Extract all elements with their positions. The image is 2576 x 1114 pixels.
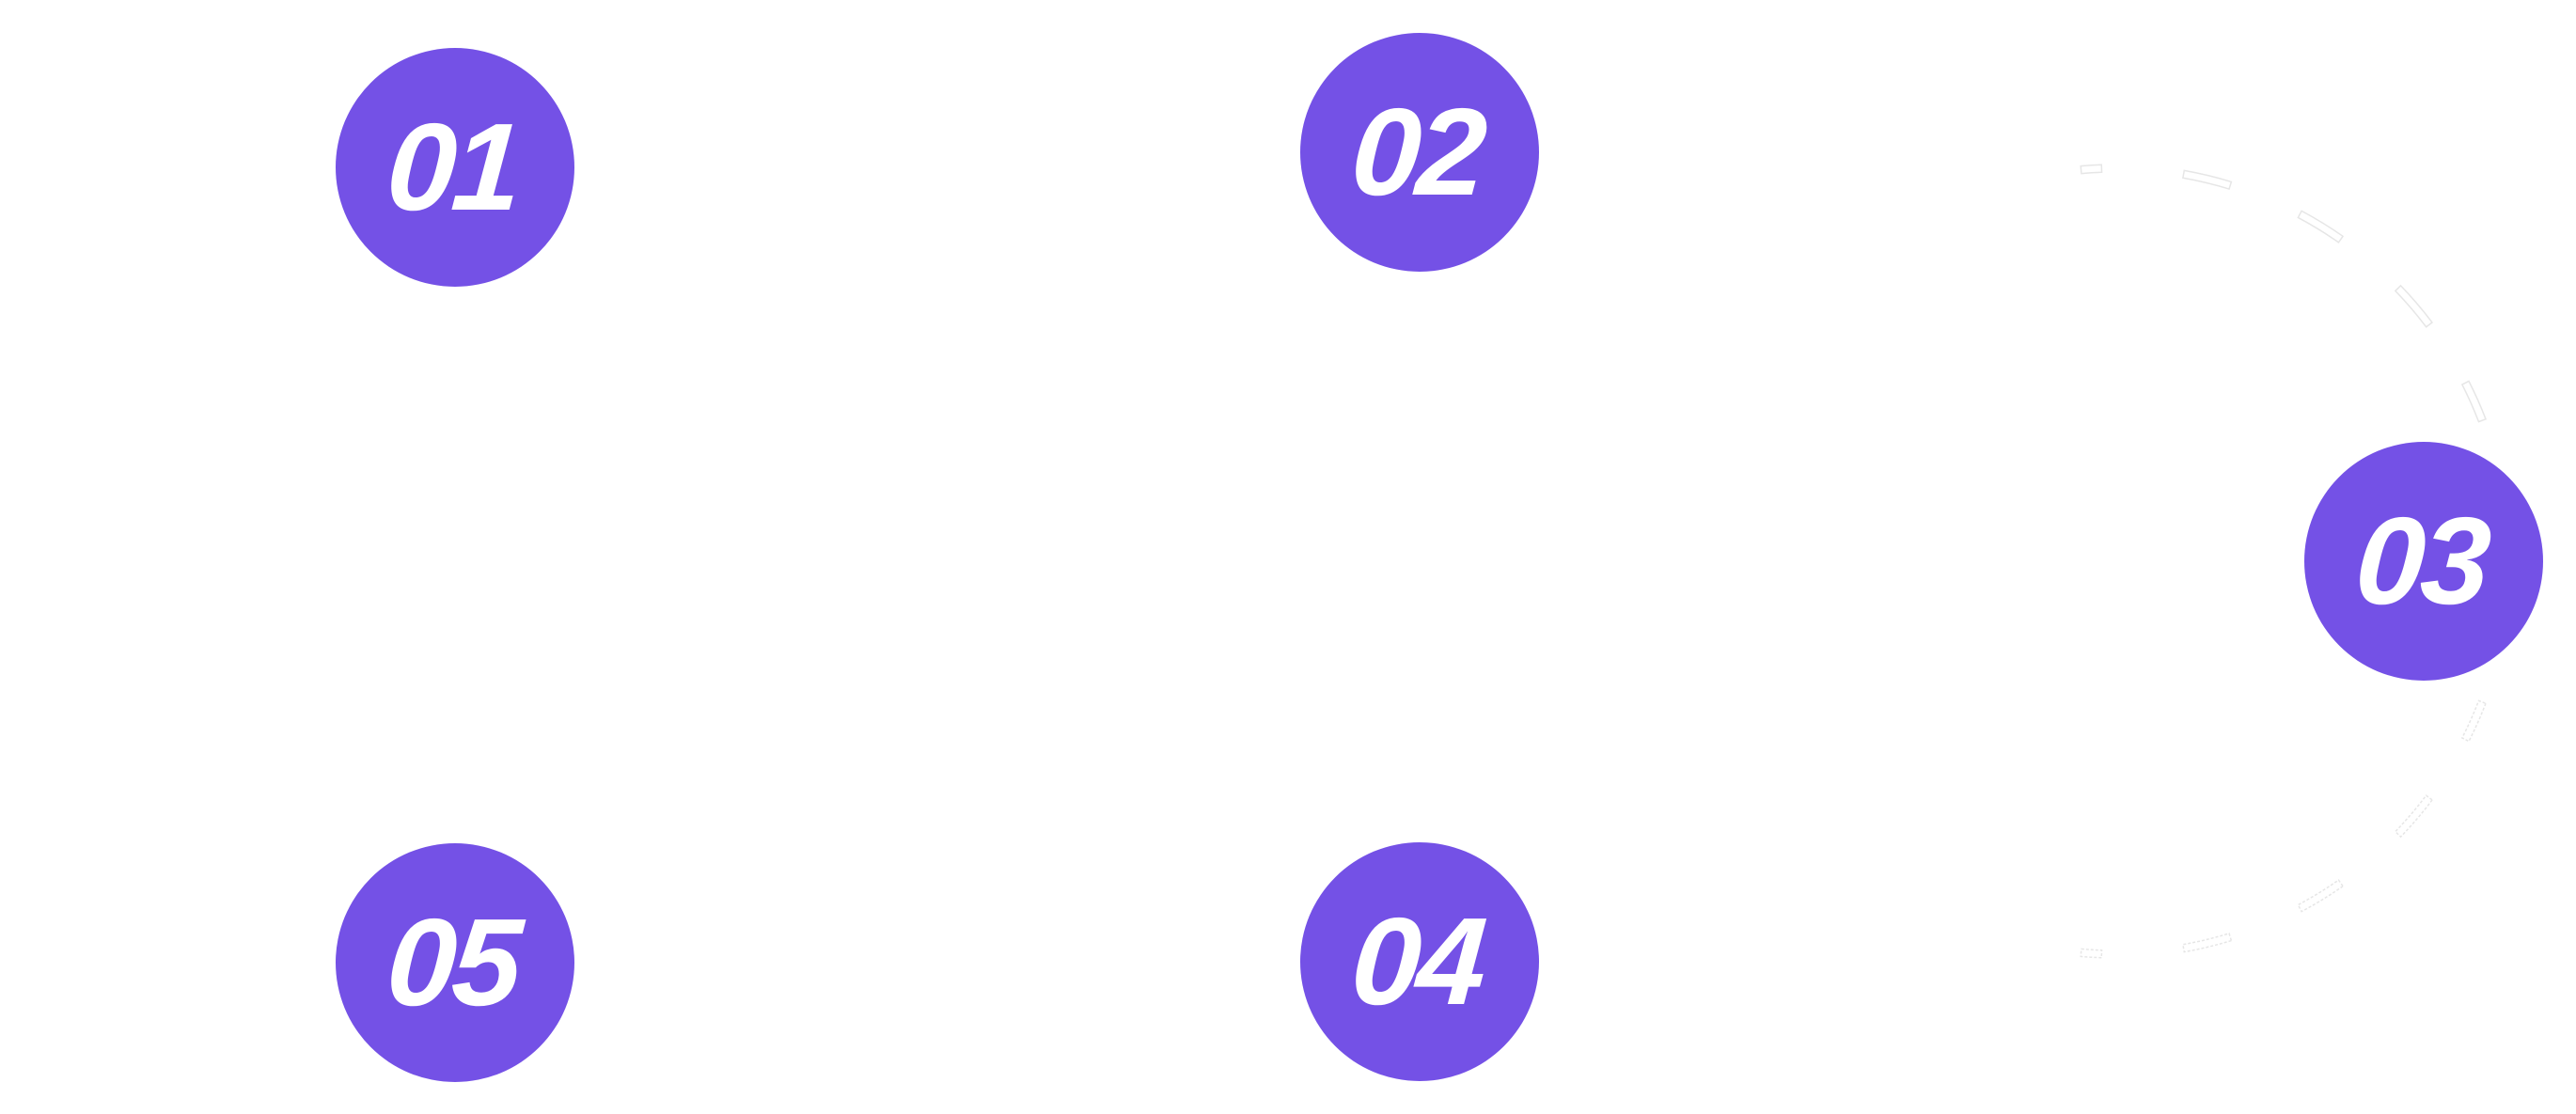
arc-dash-segment xyxy=(2182,932,2233,953)
arc-dash-segment xyxy=(2394,284,2434,328)
step-circle-02: 02 xyxy=(1300,33,1539,272)
step-number: 03 xyxy=(2350,492,2491,630)
arc-dash-segment xyxy=(2394,794,2434,839)
arc-dash-segment xyxy=(2080,948,2103,959)
step-circle-04: 04 xyxy=(1300,842,1539,1081)
step-circle-03: 03 xyxy=(2304,442,2543,681)
arc-dash-segment xyxy=(2460,699,2487,743)
step-number: 04 xyxy=(1346,892,1487,1030)
step-number: 01 xyxy=(382,98,523,236)
arc-dash-segment xyxy=(2297,879,2345,913)
step-circle-01: 01 xyxy=(336,48,574,287)
arc-dash-segment xyxy=(2297,210,2345,243)
arc-dash-segment xyxy=(2460,380,2487,423)
arc-dash-segment xyxy=(2182,169,2233,191)
step-circle-05: 05 xyxy=(336,843,574,1082)
arc-dash-segment xyxy=(2080,164,2103,175)
step-number: 02 xyxy=(1346,83,1487,221)
step-number: 05 xyxy=(382,893,523,1031)
